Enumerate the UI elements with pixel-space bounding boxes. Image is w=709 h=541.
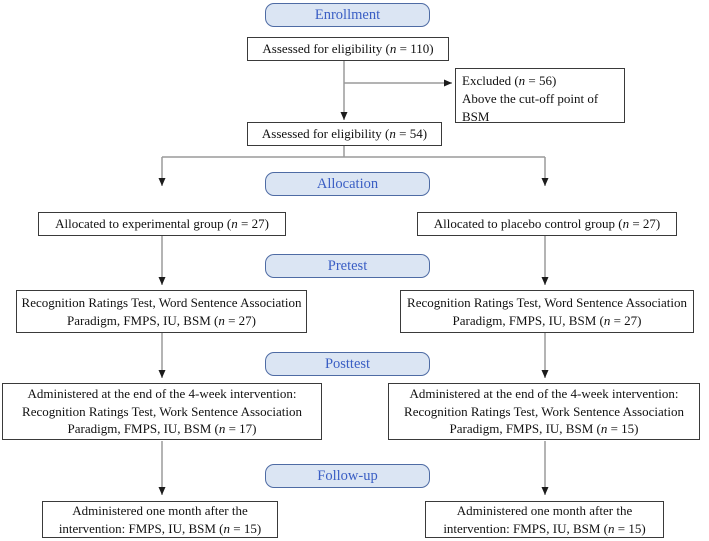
text-post: = 27) (610, 312, 642, 328)
enrollment-stage: Enrollment (265, 3, 430, 27)
n-symbol: n (231, 216, 238, 232)
n-symbol: n (603, 312, 611, 328)
text-pre: Assessed for eligibility ( (261, 126, 390, 142)
text-post: = 54) (395, 126, 428, 142)
text-pre: Administered at the end of the 4-week in… (404, 385, 684, 437)
eligibility-54-box: Assessed for eligibility (n = 54) (247, 122, 442, 146)
posttest-stage: Posttest (265, 352, 430, 376)
pretest-placebo-box: Recognition Ratings Test, Word Sentence … (400, 290, 694, 333)
followup-experimental-box: Administered one month after the interve… (42, 501, 278, 538)
followup-experimental-text: Administered one month after the interve… (46, 502, 274, 538)
text-post: = 27) (629, 216, 661, 232)
posttest-experimental-box: Administered at the end of the 4-week in… (2, 383, 322, 440)
enrollment-stage-label: Enrollment (314, 6, 381, 23)
text-post: = 15) (607, 421, 639, 437)
text-post: = 15) (230, 520, 262, 536)
n-symbol: n (218, 312, 225, 328)
n-symbol: n (518, 73, 526, 88)
n-symbol: n (223, 520, 231, 536)
n-symbol: n (389, 126, 396, 142)
posttest-placebo-text: Administered at the end of the 4-week in… (392, 385, 696, 439)
followup-stage-label: Follow-up (317, 467, 378, 484)
allocation-stage: Allocation (265, 172, 430, 196)
n-symbol: n (218, 421, 226, 437)
text-pre: Assessed for eligibility ( (262, 41, 390, 57)
pretest-experimental-text: Recognition Ratings Test, Word Sentence … (20, 294, 303, 330)
text-post: = 56) (525, 73, 557, 88)
followup-stage: Follow-up (265, 464, 430, 488)
posttest-experimental-text: Administered at the end of the 4-week in… (6, 385, 318, 439)
experimental-group-text: Allocated to experimental group (n = 27) (55, 215, 269, 233)
placebo-group-box: Allocated to placebo control group (n = … (417, 212, 677, 236)
text-post: = 110) (396, 41, 434, 57)
pretest-stage-label: Pretest (327, 257, 368, 274)
text-pre: Excluded ( (462, 73, 519, 88)
text-post: = 15) (614, 520, 646, 536)
text-pre: Allocated to experimental group ( (55, 216, 232, 232)
text-pre: Administered at the end of the 4-week in… (22, 385, 302, 437)
text-post: = 27) (237, 216, 269, 232)
pretest-stage: Pretest (265, 254, 430, 278)
eligibility-110-text: Assessed for eligibility (n = 110) (262, 40, 433, 58)
eligibility-54-text: Assessed for eligibility (n = 54) (262, 125, 427, 143)
n-symbol: n (608, 520, 615, 536)
placebo-group-text: Allocated to placebo control group (n = … (434, 215, 660, 233)
n-symbol: n (600, 421, 608, 437)
text-post: = 17) (225, 421, 257, 437)
posttest-placebo-box: Administered at the end of the 4-week in… (388, 383, 700, 440)
n-symbol: n (622, 216, 630, 232)
text-pre: Recognition Ratings Test, Word Sentence … (407, 294, 687, 328)
text-post: = 27) (224, 312, 256, 328)
pretest-experimental-box: Recognition Ratings Test, Word Sentence … (16, 290, 307, 333)
experimental-group-box: Allocated to experimental group (n = 27) (38, 212, 286, 236)
followup-placebo-box: Administered one month after the interve… (425, 501, 664, 538)
eligibility-110-box: Assessed for eligibility (n = 110) (247, 37, 449, 61)
pretest-placebo-text: Recognition Ratings Test, Word Sentence … (404, 294, 690, 330)
text-pre: Allocated to placebo control group ( (433, 216, 623, 232)
allocation-stage-label: Allocation (316, 175, 379, 192)
text-pre: Administered one month after the interve… (58, 502, 248, 536)
n-symbol: n (389, 41, 397, 57)
text-pre: Administered one month after the interve… (443, 502, 633, 536)
followup-placebo-text: Administered one month after the interve… (429, 502, 660, 538)
excluded-box: Excluded (n = 56) Above the cut-off poin… (455, 68, 625, 126)
excluded-line2: Above the cut-off point of BSM (462, 90, 599, 124)
posttest-stage-label: Posttest (324, 355, 371, 372)
text-pre: Recognition Ratings Test, Word Sentence … (21, 294, 302, 328)
excluded-text: Excluded (n = 56) Above the cut-off poin… (462, 72, 618, 126)
excluded-line1: Excluded (n = 56) (462, 73, 556, 88)
